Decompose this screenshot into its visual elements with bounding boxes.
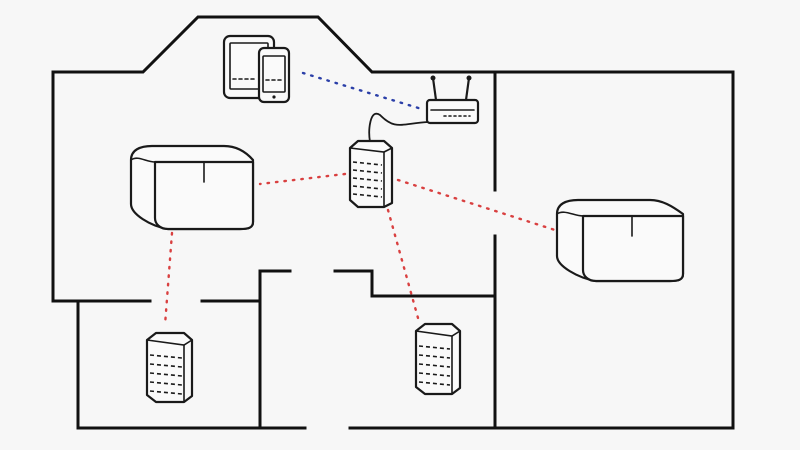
network-links — [163, 71, 557, 327]
link-node-node-bottom — [386, 208, 420, 320]
cable-router-node — [368, 112, 429, 143]
link-node-speaker-left — [258, 172, 347, 186]
mesh-node-icon-bottom-left — [145, 331, 194, 404]
mesh-node-icon-center — [348, 139, 394, 209]
tablet-and-phone-icon — [222, 34, 291, 104]
smart-speaker-icon-left — [129, 144, 255, 231]
wall-right-room — [493, 70, 735, 430]
smart-speaker-icon-right — [555, 198, 685, 283]
wall-bottom-left-room — [76, 299, 307, 430]
wall-main-room — [51, 15, 497, 303]
wall-middle-top-right — [333, 269, 497, 298]
mesh-node-icon-bottom-middle — [414, 322, 462, 396]
link-node-speaker-right — [396, 178, 557, 232]
router-icon — [425, 75, 480, 125]
link-phone-router — [301, 71, 427, 112]
link-speaker-node-bottom-left — [163, 231, 174, 327]
floor-plan-walls — [51, 15, 735, 430]
